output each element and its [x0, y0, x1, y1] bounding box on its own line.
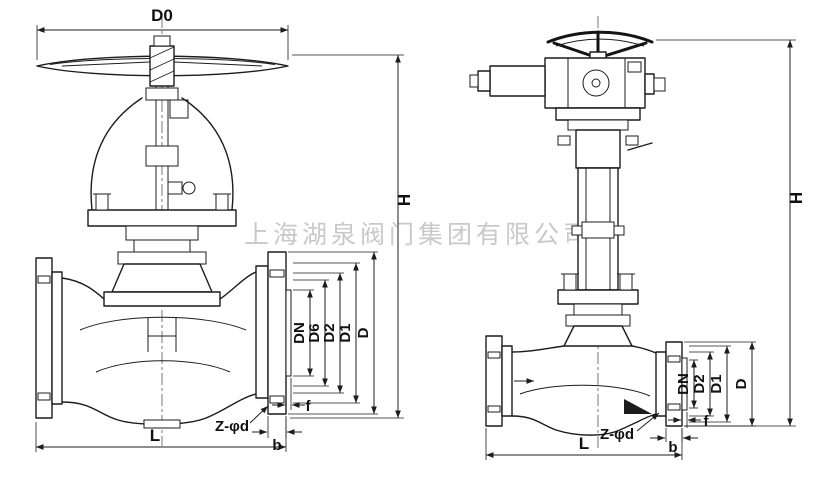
dim-label-b-left: b	[272, 437, 281, 454]
motor	[469, 65, 546, 97]
side-knob	[644, 73, 666, 95]
dim-label-f-right: f	[704, 413, 710, 430]
yoke-arms	[90, 97, 234, 211]
right-valve-drawing	[469, 16, 688, 450]
watermark-text: 上海湖泉阀门集团有限公司	[244, 221, 592, 249]
left-valve-drawing	[35, 16, 292, 446]
actuator-handwheel	[546, 30, 654, 61]
inlet-flange	[35, 257, 63, 419]
dim-label-l-right: L	[579, 434, 589, 453]
dim-label-dn-right: DN	[675, 373, 692, 395]
valve-body-right	[511, 345, 657, 436]
dim-label-d-right: D	[733, 378, 750, 389]
dim-label-d-left: D	[355, 327, 372, 338]
inlet-flange-right-valve	[485, 335, 513, 427]
dim-label-dn-left: DN	[291, 322, 308, 344]
electric-actuator	[469, 57, 666, 109]
dim-label-d1-left: D1	[337, 323, 354, 342]
dim-label-l-left: L	[150, 426, 160, 445]
valve-body	[61, 271, 257, 429]
dim-label-d2-left: D2	[321, 323, 338, 342]
dim-label-h-left: H	[395, 194, 414, 206]
left-valve-dimensions: D0 H DN D6 D2 D1 D L Z-	[35, 6, 414, 454]
right-valve-dimensions: H DN D2 D1 D L Z-φd b	[485, 39, 806, 460]
dim-label-d1-right: D1	[708, 374, 725, 393]
dim-label-b-right: b	[668, 439, 677, 456]
dim-label-d0: D0	[151, 6, 173, 25]
dim-label-d6-left: D6	[306, 323, 323, 342]
dim-label-d2-right: D2	[691, 374, 708, 393]
bonnet-flange	[87, 193, 237, 307]
dim-label-zphid-left: Z-φd	[215, 418, 249, 435]
outlet-flange-right-valve	[655, 341, 688, 427]
yoke-column	[555, 107, 653, 291]
dim-label-h-right: H	[787, 192, 806, 204]
outlet-flange	[255, 251, 292, 415]
gland-assembly	[145, 145, 196, 195]
dim-label-f-left: f	[306, 398, 312, 415]
dim-label-zphid-right: Z-φd	[600, 426, 634, 443]
handwheel	[36, 35, 289, 87]
bonnet-flange-right	[557, 273, 639, 347]
